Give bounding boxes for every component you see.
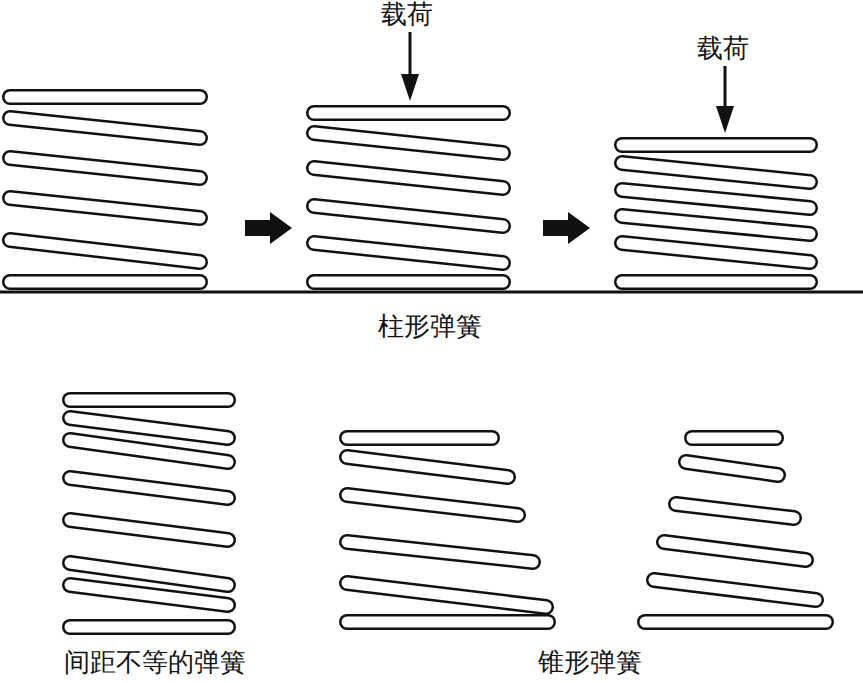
coil-outline bbox=[347, 542, 533, 562]
coil-fill bbox=[10, 198, 200, 218]
coil-outline bbox=[347, 495, 518, 515]
coil-fill bbox=[347, 542, 533, 562]
coil-outline bbox=[70, 520, 228, 540]
coil-fill bbox=[314, 108, 503, 119]
coil-outline bbox=[676, 504, 794, 518]
coil-outline bbox=[686, 462, 778, 475]
coil-outline bbox=[70, 478, 228, 498]
coil-outline bbox=[347, 583, 546, 607]
coil-outline bbox=[314, 243, 503, 263]
coil-fill bbox=[70, 622, 228, 633]
coil-fill bbox=[622, 163, 810, 182]
load-label: 载荷 bbox=[697, 34, 749, 64]
coil-outline bbox=[10, 274, 200, 290]
coil-outline bbox=[10, 89, 200, 105]
load-arrow bbox=[716, 66, 734, 133]
coil-outline bbox=[622, 163, 810, 182]
coil-outline bbox=[664, 542, 806, 560]
coil-outline bbox=[314, 274, 503, 290]
coil-fill bbox=[10, 277, 200, 288]
coil-fill bbox=[70, 395, 228, 406]
coil-fill bbox=[622, 216, 810, 234]
coil-outline bbox=[70, 619, 228, 635]
spring bbox=[347, 438, 548, 622]
coil-outline bbox=[347, 430, 492, 446]
coil-fill bbox=[70, 478, 228, 498]
caption-label: 柱形弹簧 bbox=[378, 312, 482, 342]
coil-fill bbox=[70, 585, 228, 605]
caption-label: 间距不等的弹簧 bbox=[64, 648, 246, 678]
load-label: 载荷 bbox=[381, 0, 433, 30]
coil-outline bbox=[654, 580, 816, 600]
coil-fill bbox=[654, 580, 816, 600]
load-arrow bbox=[401, 32, 419, 101]
coil-outline bbox=[622, 137, 810, 153]
coil-fill bbox=[347, 495, 518, 515]
ground-line bbox=[0, 291, 863, 294]
coil-fill bbox=[622, 140, 810, 151]
spring bbox=[314, 113, 503, 282]
coil-outline bbox=[692, 430, 776, 446]
coil-fill bbox=[692, 433, 776, 444]
coil-outline bbox=[10, 198, 200, 218]
coil-fill bbox=[314, 206, 503, 226]
coil-fill bbox=[622, 243, 810, 262]
coil-outline bbox=[314, 206, 503, 226]
coil-outline bbox=[10, 118, 200, 138]
coil-outline bbox=[314, 168, 503, 188]
coil-fill bbox=[314, 243, 503, 263]
coil-outline bbox=[10, 240, 200, 262]
coil-outline bbox=[70, 418, 228, 438]
coil-fill bbox=[347, 583, 546, 607]
coil-fill bbox=[347, 457, 508, 477]
coil-outline bbox=[347, 614, 548, 630]
coil-outline bbox=[314, 105, 503, 121]
coil-fill bbox=[347, 433, 492, 444]
spring bbox=[10, 97, 200, 282]
coil-fill bbox=[347, 617, 548, 628]
coil-outline bbox=[622, 190, 810, 208]
coil-outline bbox=[314, 133, 503, 153]
coil-fill bbox=[664, 542, 806, 560]
coil-fill bbox=[314, 168, 503, 188]
step-arrow bbox=[543, 212, 590, 244]
spring bbox=[645, 438, 826, 622]
coil-fill bbox=[10, 240, 200, 262]
coil-fill bbox=[314, 277, 503, 288]
coil-fill bbox=[10, 158, 200, 178]
coil-fill bbox=[70, 440, 228, 462]
caption-label: 锥形弹簧 bbox=[538, 648, 642, 678]
coil-fill bbox=[622, 190, 810, 208]
step-arrow bbox=[245, 212, 292, 244]
coil-outline bbox=[70, 392, 228, 408]
coil-outline bbox=[622, 243, 810, 262]
coil-fill bbox=[70, 520, 228, 540]
spring bbox=[70, 400, 228, 627]
coil-fill bbox=[622, 277, 810, 288]
coil-outline bbox=[622, 274, 810, 290]
coil-outline bbox=[70, 440, 228, 462]
coil-outline bbox=[645, 614, 826, 630]
coil-fill bbox=[10, 118, 200, 138]
spring bbox=[622, 145, 810, 282]
coil-fill bbox=[645, 617, 826, 628]
coil-fill bbox=[314, 133, 503, 153]
coil-outline bbox=[622, 216, 810, 234]
coil-fill bbox=[70, 418, 228, 438]
coil-fill bbox=[10, 92, 200, 103]
coil-outline bbox=[10, 158, 200, 178]
spring-coils bbox=[10, 97, 826, 627]
coil-fill bbox=[676, 504, 794, 518]
coil-outline bbox=[347, 457, 508, 477]
coil-outline bbox=[70, 585, 228, 605]
coil-fill bbox=[686, 462, 778, 475]
